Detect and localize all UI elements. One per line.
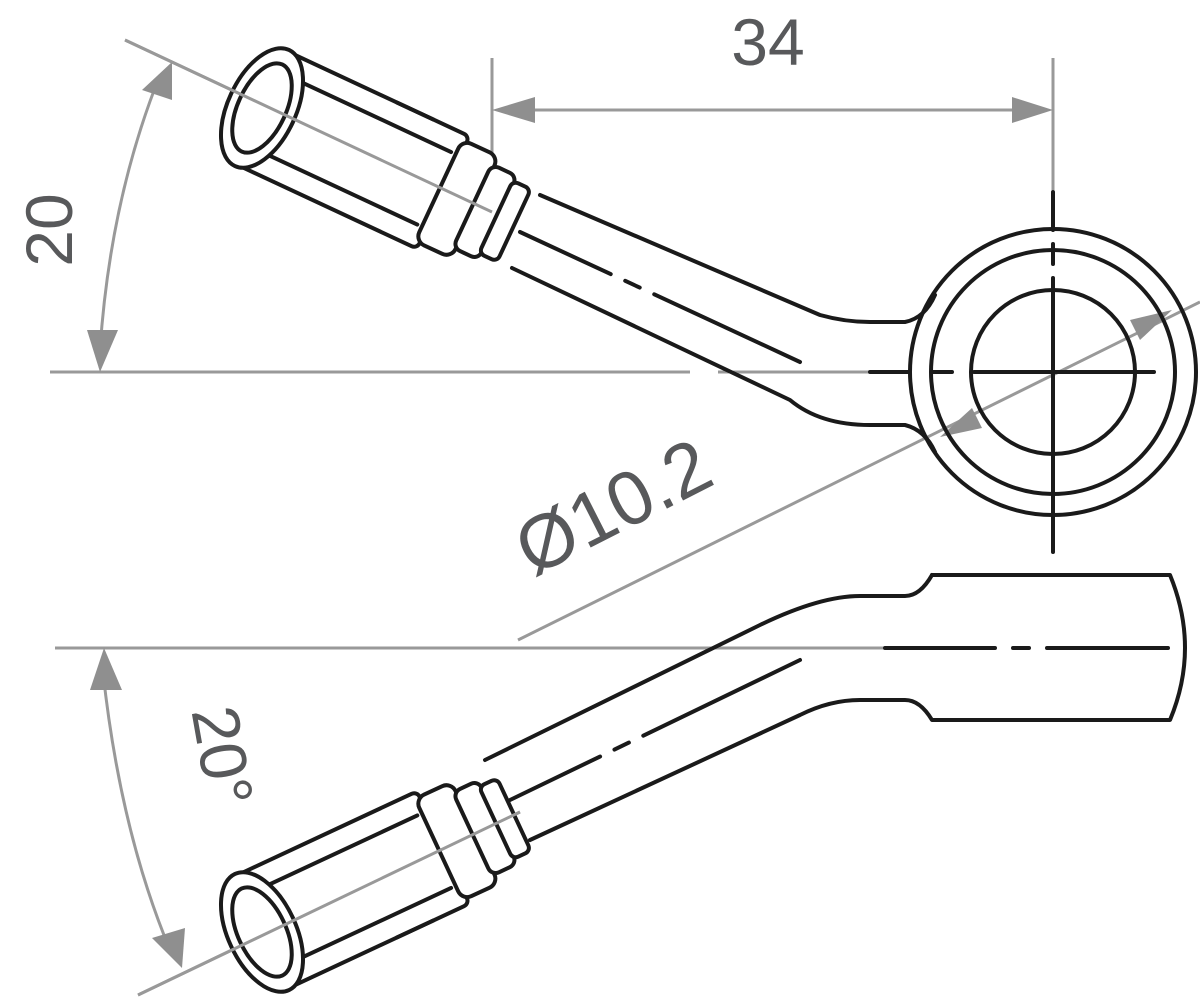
hose-fitting-upper <box>218 46 531 262</box>
dim-length-label: 34 <box>731 5 804 79</box>
banjo-side <box>483 573 1187 842</box>
dim-angle-label: 20° <box>178 700 268 811</box>
dim-offset-label: 20 <box>12 193 86 266</box>
banjo-eye-top <box>510 190 1198 554</box>
dim-diameter-label: Ø10.2 <box>502 422 725 592</box>
